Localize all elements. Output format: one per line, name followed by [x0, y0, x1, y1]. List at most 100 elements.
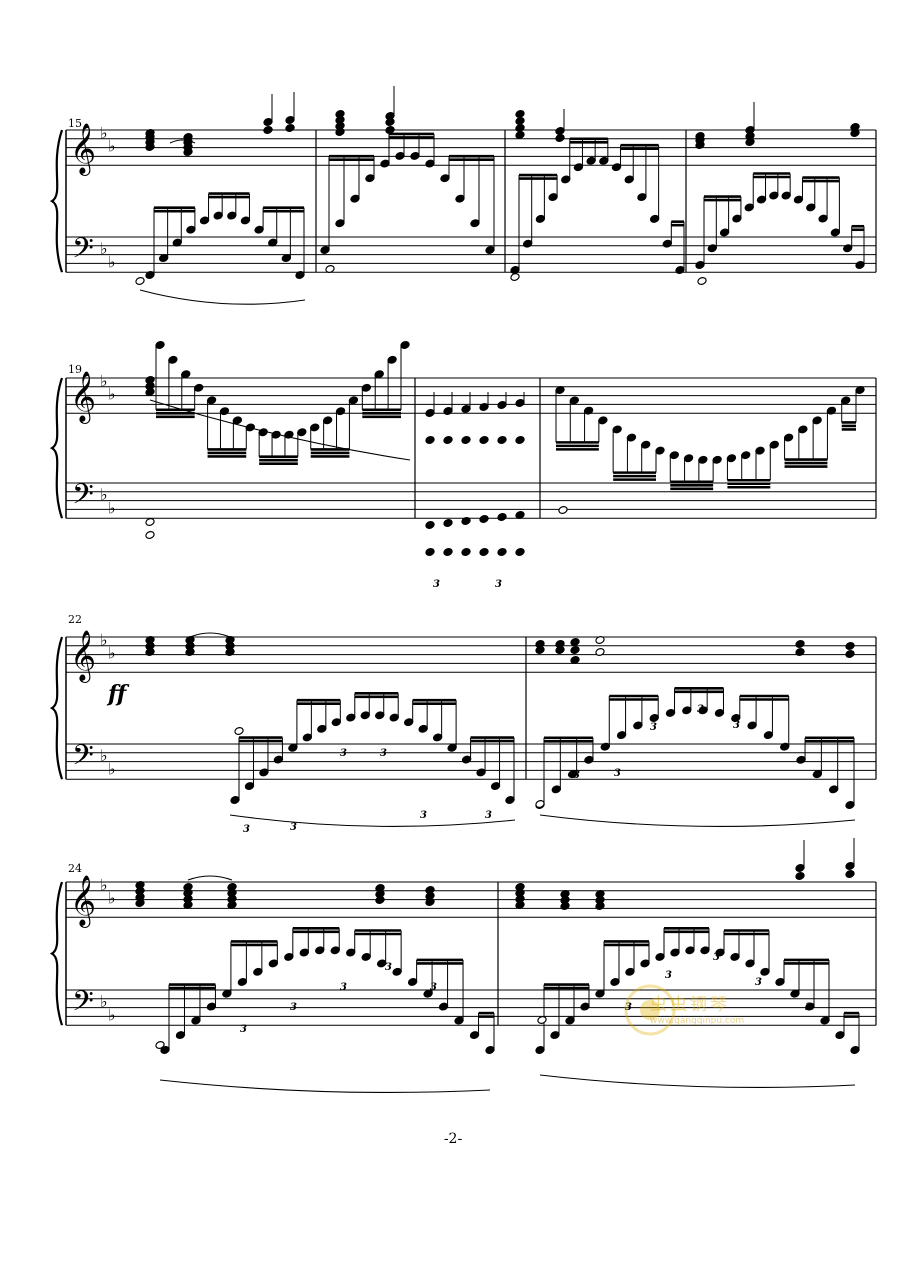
key-flat: ♭: [100, 123, 108, 142]
note-head: [461, 436, 471, 444]
tuplet-3: 3: [340, 748, 347, 759]
note-head: [795, 648, 805, 656]
key-flat: ♭: [100, 239, 108, 258]
note-head: [183, 883, 193, 891]
tuplet-3: 3: [243, 824, 250, 835]
note-head: [535, 800, 545, 808]
note-head: [145, 518, 155, 526]
note-head: [461, 517, 471, 525]
tuplet-3: 3: [430, 982, 437, 993]
note-head: [555, 134, 565, 142]
note-head: [515, 124, 525, 132]
tuplet-3: 3: [573, 770, 580, 781]
note-head: [570, 638, 580, 646]
key-flat: ♭: [108, 385, 116, 404]
key-flat: ♭: [108, 759, 116, 778]
tuplet-3: 3: [625, 1002, 632, 1013]
tuplet-3: 3: [380, 748, 387, 759]
watermark-text: 虫虫钢琴: [650, 995, 730, 1015]
note-head: [135, 881, 145, 889]
note-head: [845, 642, 855, 650]
note-head: [227, 883, 237, 891]
tuplet-3: 3: [755, 977, 762, 988]
note-head: [497, 436, 507, 444]
note-head: [145, 636, 155, 644]
note-head: [425, 521, 435, 529]
note-head: [145, 129, 155, 137]
system-1: 𝄞𝄢♭♭♭♭15: [49, 117, 877, 273]
system-4: 𝄞𝄢♭♭♭♭24: [49, 862, 877, 1026]
note-head: [425, 886, 435, 894]
note-head: [461, 548, 471, 556]
tuplet-3: 3: [650, 722, 657, 733]
note-head: [285, 124, 295, 132]
note-head: [497, 513, 507, 521]
note-head: [695, 132, 705, 140]
tuplet-3: 3: [433, 579, 440, 590]
note-head: [570, 656, 580, 664]
brace: [49, 636, 64, 780]
note-head: [325, 265, 335, 273]
note-head: [479, 548, 489, 556]
key-flat: ♭: [108, 644, 116, 663]
note-head: [479, 436, 489, 444]
note-head: [443, 436, 453, 444]
treble-clef: 𝄞: [70, 630, 96, 683]
tuplet-3: 3: [665, 970, 672, 981]
measure-number: 19: [68, 363, 82, 376]
key-flat: ♭: [108, 1005, 116, 1024]
treble-clef: 𝄞: [70, 371, 96, 424]
slur: [159, 1079, 491, 1094]
watermark-logo: [620, 980, 810, 1040]
note-head: [850, 123, 860, 131]
note-head: [135, 277, 145, 285]
bass-clef: 𝄢: [72, 232, 94, 272]
tuplet-3: 3: [290, 1002, 297, 1013]
note-head: [155, 1041, 165, 1049]
note-head: [558, 506, 568, 514]
note-head: [497, 548, 507, 556]
note-head: [560, 890, 570, 898]
tuplet-3: 3: [290, 822, 297, 833]
note-head: [443, 548, 453, 556]
note-head: [263, 126, 273, 134]
slur: [139, 289, 306, 305]
note-head: [697, 277, 707, 285]
key-flat: ♭: [100, 485, 108, 504]
key-flat: ♭: [100, 630, 108, 649]
tuplet-3: 3: [240, 1024, 247, 1035]
system-2: 𝄞𝄢♭♭♭♭19: [49, 363, 877, 519]
note-head: [185, 636, 195, 644]
slur: [187, 875, 233, 881]
measure-number: 22: [68, 613, 82, 626]
note-head: [515, 117, 525, 125]
note-head: [795, 872, 805, 880]
note-head: [510, 273, 520, 281]
key-flat: ♭: [100, 746, 108, 765]
bass-clef: 𝄢: [72, 739, 94, 779]
note-head: [595, 648, 605, 656]
note-head: [335, 110, 345, 118]
note-head: [845, 650, 855, 658]
tuplet-3: 3: [495, 579, 502, 590]
note-head: [443, 519, 453, 527]
key-flat: ♭: [108, 889, 116, 908]
note-head: [515, 131, 525, 139]
key-flat: ♭: [100, 875, 108, 894]
note-head: [555, 640, 565, 648]
tuplet-3: 3: [697, 704, 704, 715]
brace: [49, 881, 64, 1026]
watermark-url: www.gangqinpu.com: [650, 1016, 745, 1026]
note-head: [515, 511, 525, 519]
tuplet-3: 3: [420, 810, 427, 821]
note-head: [479, 515, 489, 523]
note-head: [595, 890, 605, 898]
measure-number: 24: [68, 862, 82, 875]
note-head: [234, 727, 244, 735]
note-head: [145, 376, 155, 384]
page-number: -2-: [443, 1131, 463, 1147]
bass-clef: 𝄢: [72, 985, 94, 1025]
tuplet-3: 3: [713, 952, 720, 963]
brace: [49, 377, 64, 519]
